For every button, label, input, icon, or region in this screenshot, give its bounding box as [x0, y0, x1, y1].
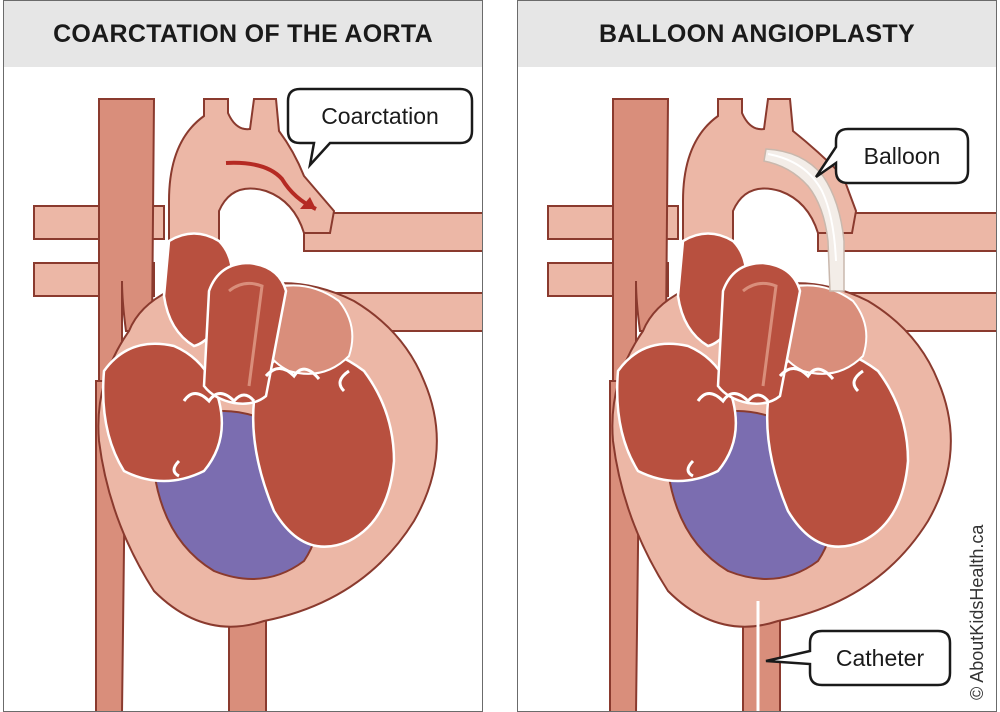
- callout-coarctation: Coarctation: [286, 87, 474, 170]
- panel-header: COARCTATION OF THE AORTA: [4, 1, 482, 67]
- right-atrium: [101, 342, 224, 483]
- callout-balloon-label: Balloon: [864, 143, 941, 169]
- panel-balloon-angioplasty: BALLOON ANGIOPLASTY: [517, 0, 997, 712]
- panel-title: BALLOON ANGIOPLASTY: [599, 19, 915, 48]
- copyright-text: © AboutKidsHealth.ca: [967, 524, 987, 700]
- heart-diagram: Coarctation: [33, 87, 482, 711]
- panel-title: COARCTATION OF THE AORTA: [53, 19, 433, 48]
- blood-flow-arrow: [225, 160, 317, 211]
- callout-balloon: Balloon: [814, 127, 970, 185]
- aortic-root: [202, 261, 288, 405]
- callout-catheter: Catheter: [765, 629, 952, 687]
- aortic-root: [716, 261, 802, 405]
- valve-chord-left: [686, 459, 695, 478]
- tricuspid-valve: [182, 392, 256, 404]
- panel-coarctation: COARCTATION OF THE AORTA: [3, 0, 483, 712]
- right-upper-vessel: [817, 212, 996, 252]
- panel-header: BALLOON ANGIOPLASTY: [518, 1, 996, 67]
- mitral-valve: [264, 367, 321, 380]
- tricuspid-valve: [696, 392, 770, 404]
- right-atrium: [615, 342, 738, 483]
- right-upper-vessel: [303, 212, 482, 252]
- heart-diagram: Balloon Catheter: [547, 98, 996, 711]
- heart-illustration: [33, 98, 482, 711]
- balloon: [763, 148, 845, 292]
- aortic-root-highlight: [742, 281, 778, 387]
- callout-coarctation-label: Coarctation: [321, 103, 439, 129]
- callout-catheter-label: Catheter: [836, 645, 925, 671]
- heart-illustration: [547, 98, 996, 711]
- valve-chord-left: [172, 459, 181, 478]
- valve-chord-right: [852, 369, 864, 393]
- aortic-root-highlight: [228, 281, 264, 387]
- mitral-valve: [778, 367, 835, 380]
- valve-chord-right: [338, 369, 350, 393]
